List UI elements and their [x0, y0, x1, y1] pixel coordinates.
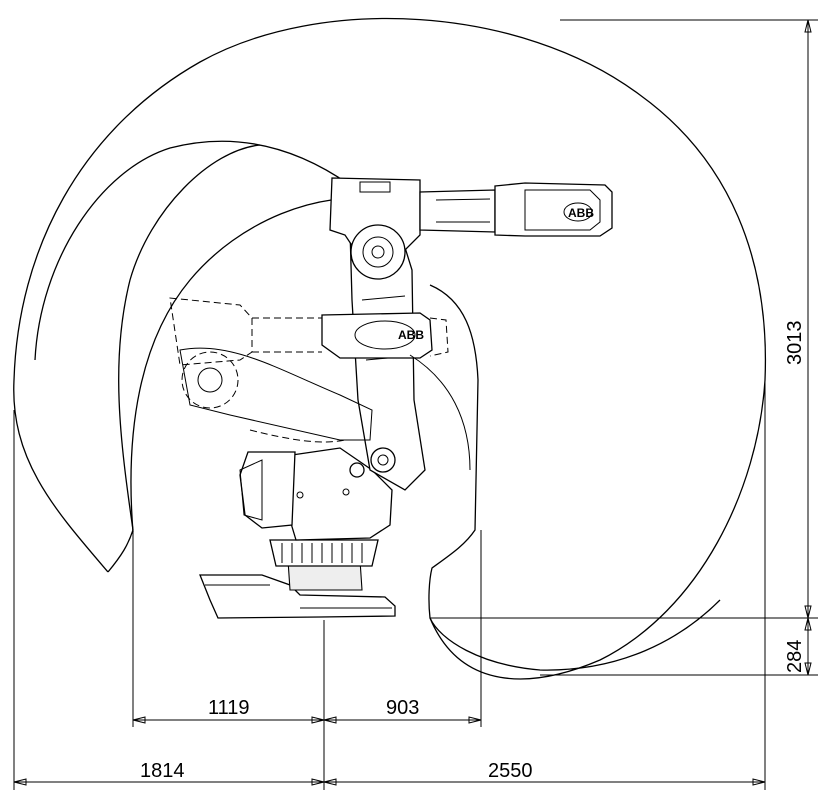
inner-range-lower-arc: [130, 197, 381, 533]
axis3-joint-top: [350, 224, 406, 280]
dim-height-top: 3013: [784, 321, 806, 366]
robot-base: [199, 447, 396, 619]
logo-top: ABB: [568, 206, 594, 220]
outer-range-curve: [13, 17, 767, 680]
dim-inner-left: 1119: [208, 697, 250, 719]
upper-arm-extended: [179, 347, 373, 441]
dimension-labels: 1119 903 1814 2550 3013 284: [140, 321, 806, 783]
lower-range-sweep: [429, 599, 721, 671]
axis-swing-arc: [409, 354, 471, 471]
dim-inner-right: 903: [386, 697, 419, 719]
upper-arm-top-pose: ABB: [329, 177, 613, 280]
wrist-housing-top: [494, 182, 613, 237]
base-foot-plate: [199, 574, 396, 619]
dim-height-bottom: 284: [784, 640, 806, 673]
dim-outer-right: 2550: [488, 760, 533, 782]
dimension-lines: [13, 19, 818, 790]
inner-range-curve: [107, 144, 261, 573]
upper-arm-tube: [419, 189, 496, 233]
working-envelope: [13, 17, 767, 680]
upper-arm-horizontal-pose: ABB: [169, 297, 449, 443]
base-housing: [289, 447, 393, 541]
axis2-small-joint: [349, 462, 365, 478]
axis2-joint: [370, 447, 396, 473]
logo-mid: ABB: [398, 328, 424, 342]
base-gear-ring: [269, 539, 379, 567]
inner-range-top: [34, 140, 351, 361]
dim-outer-left: 1814: [140, 760, 185, 782]
